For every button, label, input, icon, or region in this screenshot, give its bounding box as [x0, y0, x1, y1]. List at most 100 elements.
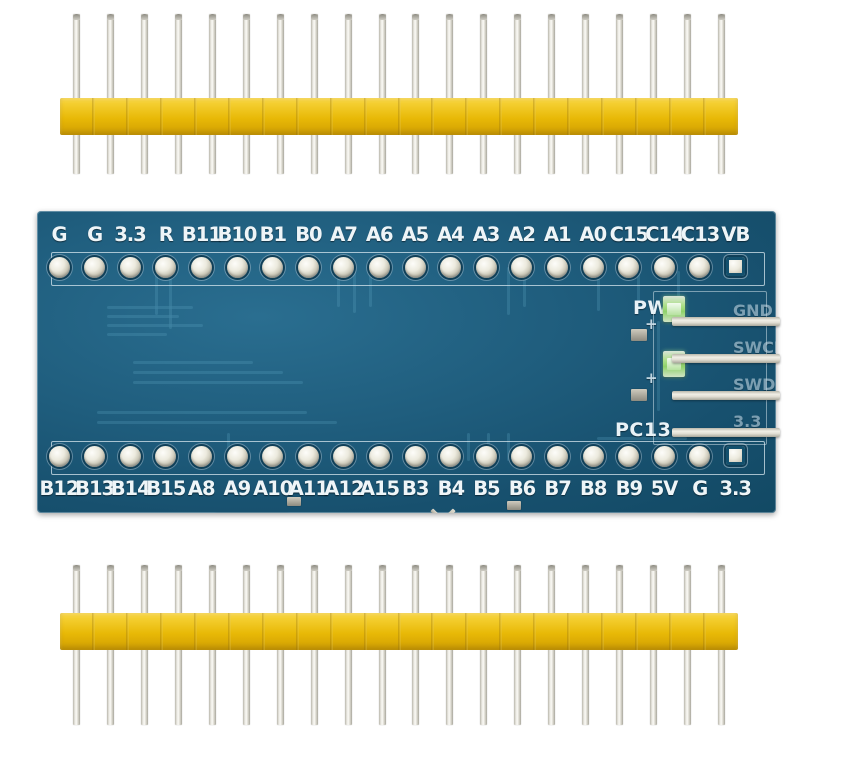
top-pin-pad-r[interactable] — [155, 257, 177, 278]
header-plastic-notch-14 — [533, 98, 537, 135]
top-header-strip-pin-8[interactable] — [310, 14, 318, 174]
bottom-pin-pad-g[interactable] — [689, 446, 711, 467]
bottom-pin-pad-a10[interactable] — [262, 446, 284, 467]
top-header-strip-pin-9[interactable] — [344, 14, 352, 174]
bottom-pin-pad-b8[interactable] — [582, 446, 604, 467]
bottom-pin-pad-5v[interactable] — [653, 446, 675, 467]
swd-pin-4[interactable] — [672, 428, 780, 437]
smd-cap-1 — [507, 501, 521, 510]
bottom-pin-pad-b12[interactable] — [48, 446, 70, 467]
bottom-pin-pad-b5[interactable] — [475, 446, 497, 467]
bottom-pin-pad-b3[interactable] — [404, 446, 426, 467]
top-pin-pad-a3[interactable] — [475, 257, 497, 278]
header-plastic-notch-13 — [499, 613, 503, 650]
power-led-lens — [667, 303, 681, 315]
top-pin-pad-b10[interactable] — [226, 257, 248, 278]
top-header-strip-pin-16[interactable] — [581, 14, 589, 174]
top-header-strip-pin-7[interactable] — [276, 14, 284, 174]
top-pin-pad-b11[interactable] — [190, 257, 212, 278]
bottom-pin-pad-b15[interactable] — [155, 446, 177, 467]
pin-tip — [242, 565, 250, 571]
power-led-resistor — [631, 329, 647, 341]
top-pin-pad-a0[interactable] — [582, 257, 604, 278]
top-pin-pad-g[interactable] — [48, 257, 70, 278]
top-header-strip-pin-17[interactable] — [615, 14, 623, 174]
top-header-strip-pin-19[interactable] — [683, 14, 691, 174]
pin-tip — [412, 14, 420, 20]
bottom-pin-label-b13: B13 — [75, 477, 115, 500]
bottom-pin-pad-b7[interactable] — [546, 446, 568, 467]
top-header-strip-pin-1[interactable] — [73, 14, 81, 174]
top-header-strip-pin-5[interactable] — [209, 14, 217, 174]
top-pin-pad-a2[interactable] — [511, 257, 533, 278]
top-pin-pad-b1[interactable] — [262, 257, 284, 278]
bottom-pin-pad-b9[interactable] — [618, 446, 640, 467]
header-plastic-notch-4 — [194, 98, 198, 135]
top-pin-label-b10: B10 — [217, 223, 258, 246]
top-pin-pad-g[interactable] — [84, 257, 106, 278]
bottom-pin-pad-a12[interactable] — [333, 446, 355, 467]
top-header-plastic-body — [60, 98, 738, 135]
top-pin-pad-c14[interactable] — [653, 257, 675, 278]
top-header-strip-pin-4[interactable] — [175, 14, 183, 174]
top-header-strip-pin-2[interactable] — [107, 14, 115, 174]
bottom-pin-pad-a8[interactable] — [190, 446, 212, 467]
top-header-strip[interactable] — [44, 14, 754, 174]
header-plastic-notch-7 — [295, 98, 299, 135]
top-pin-pad-a6[interactable] — [368, 257, 390, 278]
top-pin-pad-b0[interactable] — [297, 257, 319, 278]
top-pin-pad-a7[interactable] — [333, 257, 355, 278]
bottom-pin-pad-a15[interactable] — [368, 446, 390, 467]
header-plastic-notch-9 — [363, 98, 367, 135]
top-header-strip-pin-12[interactable] — [446, 14, 454, 174]
swd-pin-2[interactable] — [672, 354, 780, 363]
bottom-pin-label-5v: 5V — [650, 477, 679, 500]
pin-tip — [514, 565, 522, 571]
pin-tip — [514, 14, 522, 20]
bottom-header-strip[interactable] — [44, 565, 754, 725]
bottom-pin-pad-a9[interactable] — [226, 446, 248, 467]
top-pin-pad-a4[interactable] — [440, 257, 462, 278]
top-pin-pad-a5[interactable] — [404, 257, 426, 278]
top-pin-label-c14: C14 — [645, 223, 684, 246]
top-pin-pad-a1[interactable] — [546, 257, 568, 278]
top-header-strip-pin-6[interactable] — [242, 14, 250, 174]
swd-pin-3[interactable] — [672, 391, 780, 400]
pin-tip — [73, 565, 81, 571]
top-pin-pad-vb[interactable] — [725, 257, 745, 276]
swd-header-pins[interactable] — [672, 0, 802, 781]
header-plastic-notch-5 — [228, 98, 231, 135]
swd-pin-1[interactable] — [672, 317, 780, 326]
polarity-plus-1: + — [645, 315, 658, 333]
header-plastic-notch-10 — [397, 613, 401, 650]
bottom-pin-pad-3-3[interactable] — [725, 446, 745, 465]
bottom-pin-pad-b14[interactable] — [119, 446, 141, 467]
top-header-strip-pin-11[interactable] — [412, 14, 420, 174]
top-header-strip-pin-3[interactable] — [141, 14, 149, 174]
header-plastic-notch-17 — [634, 613, 638, 650]
bottom-pin-pad-b13[interactable] — [84, 446, 106, 467]
top-pin-label-a7: A7 — [330, 223, 358, 246]
bottom-pin-pad-a11[interactable] — [297, 446, 319, 467]
bottom-pin-pad-b6[interactable] — [511, 446, 533, 467]
top-header-strip-pin-20[interactable] — [717, 14, 725, 174]
top-pin-pad-c13[interactable] — [689, 257, 711, 278]
top-pin-pad-3-3[interactable] — [119, 257, 141, 278]
top-header-strip-pin-13[interactable] — [480, 14, 488, 174]
header-plastic-notch-9 — [363, 613, 367, 650]
bottom-pin-label-a12: A12 — [324, 477, 364, 500]
header-plastic-notch-11 — [431, 98, 435, 135]
pin-tip — [141, 14, 149, 20]
header-plastic-notch-6 — [261, 613, 265, 650]
header-plastic-notch-14 — [533, 613, 537, 650]
top-header-strip-pin-15[interactable] — [548, 14, 556, 174]
top-header-strip-pin-10[interactable] — [378, 14, 386, 174]
top-header-strip-pin-18[interactable] — [649, 14, 657, 174]
pin-tip — [73, 14, 81, 20]
bottom-pin-label-b5: B5 — [473, 477, 500, 500]
top-pin-label-a3: A3 — [472, 223, 501, 246]
top-pin-pad-c15[interactable] — [618, 257, 640, 278]
top-header-strip-pin-14[interactable] — [514, 14, 522, 174]
bottom-pin-pad-b4[interactable] — [440, 446, 462, 467]
